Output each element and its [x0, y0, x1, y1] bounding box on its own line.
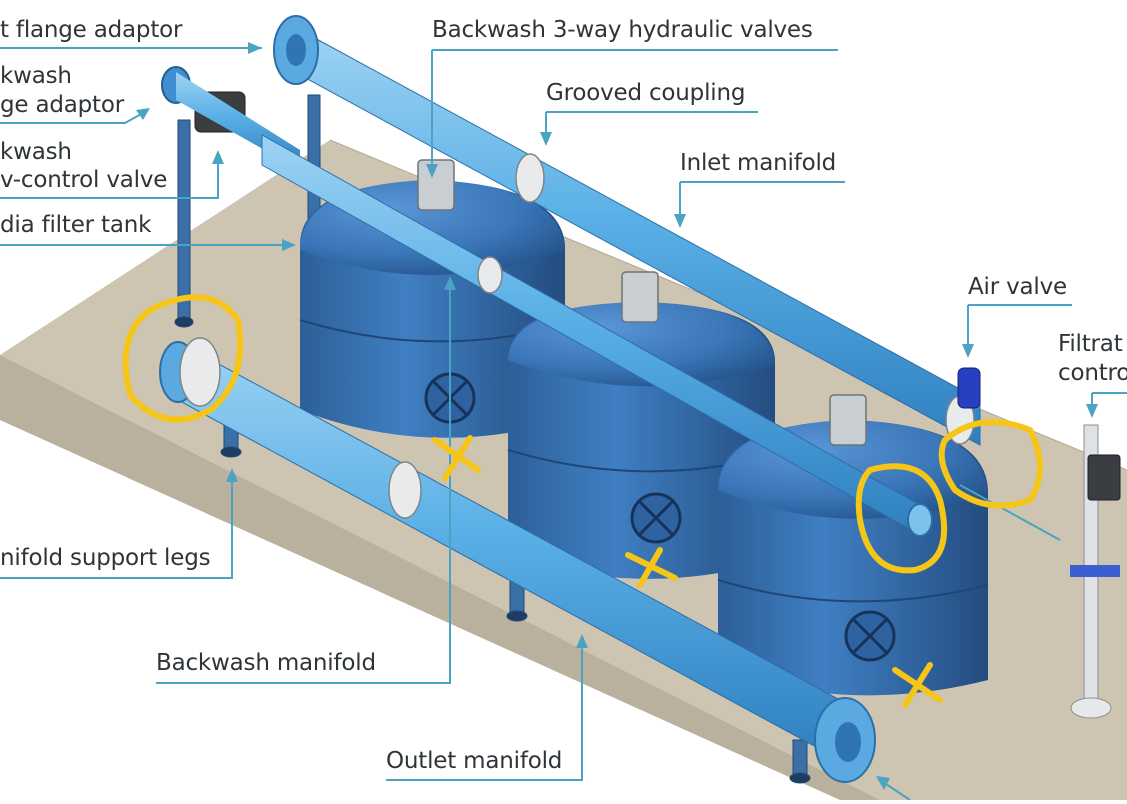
label-air-valve: Air valve — [968, 274, 1067, 300]
label-manifold-support-legs: nifold support legs — [0, 545, 211, 571]
label-backwash-flange-adaptor-line2: ge adaptor — [0, 92, 124, 118]
label-backwash-flow-control-valve-line1: kwash — [0, 139, 72, 165]
label-backwash-3way-valves: Backwash 3-way hydraulic valves — [432, 17, 813, 43]
tank-2-inspection-hatch — [630, 492, 682, 544]
label-inlet-flange-adaptor: t flange adaptor — [0, 17, 183, 43]
annotation-circle-inlet-end — [938, 419, 1043, 509]
annotation-x-tank-2 — [625, 547, 678, 588]
handwritten-annotations — [122, 294, 1043, 708]
backwash-3way-valves — [417, 159, 867, 446]
backwash-flow-control-valve — [161, 66, 300, 170]
leader-lines — [0, 42, 1127, 801]
label-media-filter-tank: dia filter tank — [0, 212, 152, 238]
label-grooved-coupling: Grooved coupling — [546, 80, 746, 106]
label-outlet-manifold: Outlet manifold — [386, 748, 563, 774]
label-filtrate-control-line2: contro — [1058, 360, 1127, 386]
tank-3-inspection-hatch — [844, 610, 896, 662]
air-valve — [957, 367, 981, 409]
annotation-x-tank-3 — [892, 662, 943, 708]
outlet-manifold — [159, 337, 876, 783]
label-filtrate-control-line1: Filtrat — [1058, 331, 1123, 357]
filter-tank-2 — [507, 302, 776, 579]
annotation-circle-outlet-end — [122, 294, 244, 423]
annotation-circle-backwash-end — [855, 463, 948, 574]
label-backwash-flow-control-valve-line2: v-control valve — [0, 167, 168, 193]
filtrate-control-post — [1070, 424, 1121, 719]
backwash-manifold — [261, 134, 933, 537]
filter-tank-3 — [717, 420, 989, 696]
label-inlet-manifold: Inlet manifold — [680, 150, 837, 176]
inlet-manifold — [273, 15, 981, 446]
label-backwash-manifold: Backwash manifold — [156, 650, 376, 676]
label-backwash-flange-adaptor-line1: kwash — [0, 63, 72, 89]
annotation-x-tank-1 — [432, 435, 481, 481]
